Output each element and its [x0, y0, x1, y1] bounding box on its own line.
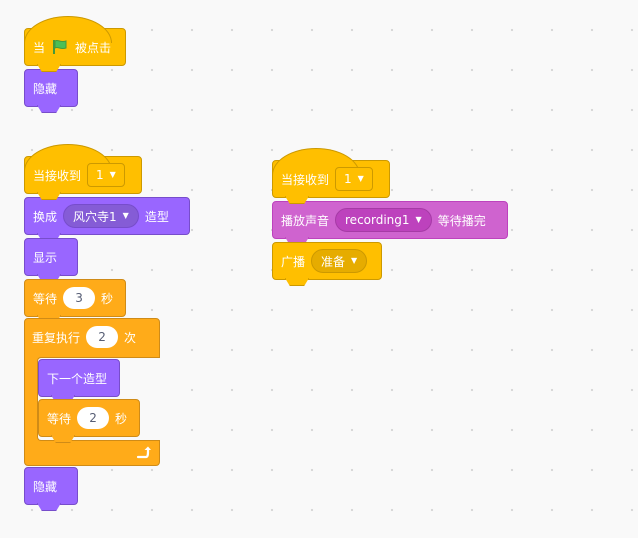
message-value: 1	[96, 168, 104, 182]
repeat-header[interactable]: 重复执行 2 次	[24, 318, 160, 356]
green-flag-icon	[51, 38, 69, 56]
show-label: 显示	[33, 250, 58, 265]
inner-wait-block[interactable]: 等待 2 秒	[38, 399, 140, 437]
next-costume-label: 下一个造型	[47, 371, 108, 386]
switch-costume-block[interactable]: 换成 风穴寺1 ▼ 造型	[24, 197, 190, 235]
hide-block[interactable]: 隐藏	[24, 69, 78, 107]
times-label: 次	[124, 330, 137, 345]
costume-dropdown[interactable]: 风穴寺1 ▼	[63, 204, 139, 228]
receive-label: 当接收到	[33, 168, 82, 183]
play-sound-until-done-block[interactable]: 播放声音 recording1 ▼ 等待播完	[272, 201, 508, 239]
final-hide-block[interactable]: 隐藏	[24, 467, 78, 505]
receive-label-2: 当接收到	[281, 172, 330, 187]
wait-label: 等待	[33, 291, 58, 306]
costume-suffix-label: 造型	[144, 209, 169, 224]
broadcast-dropdown[interactable]: 准备 ▼	[311, 249, 368, 273]
costume-value: 风穴寺1	[73, 209, 117, 224]
broadcast-block[interactable]: 广播 准备 ▼	[272, 242, 382, 280]
caret-down-icon: ▼	[122, 211, 129, 220]
when-receive-block-2[interactable]: 当接收到 1 ▼	[272, 148, 390, 198]
repeat-count-input[interactable]: 2	[86, 326, 119, 348]
play-sound-label: 播放声音	[281, 213, 330, 228]
when-label: 当	[33, 40, 46, 55]
when-flag-clicked-block[interactable]: 当 被点击	[24, 16, 126, 66]
wait-block[interactable]: 等待 3 秒	[24, 279, 126, 317]
caret-down-icon: ▼	[109, 170, 116, 179]
message-value-2: 1	[344, 172, 352, 186]
wait-seconds-input[interactable]: 3	[63, 287, 96, 309]
clicked-label: 被点击	[75, 40, 112, 55]
message-dropdown-2[interactable]: 1 ▼	[335, 167, 373, 191]
broadcast-value: 准备	[321, 254, 346, 269]
inner-seconds-label: 秒	[115, 411, 128, 426]
repeat-label: 重复执行	[32, 330, 81, 345]
final-hide-label: 隐藏	[33, 479, 58, 494]
inner-wait-label: 等待	[47, 411, 72, 426]
caret-down-icon: ▼	[357, 174, 364, 183]
show-block[interactable]: 显示	[24, 238, 78, 276]
seconds-label: 秒	[101, 291, 114, 306]
caret-down-icon: ▼	[351, 256, 358, 265]
until-done-label: 等待播完	[437, 213, 486, 228]
sound-value: recording1	[345, 213, 410, 227]
when-receive-block[interactable]: 当接收到 1 ▼	[24, 144, 142, 194]
message-dropdown[interactable]: 1 ▼	[87, 163, 125, 187]
hide-label: 隐藏	[33, 81, 58, 96]
switch-label: 换成	[33, 209, 58, 224]
sound-dropdown[interactable]: recording1 ▼	[335, 208, 432, 232]
broadcast-label: 广播	[281, 254, 306, 269]
loop-arrow-icon	[136, 446, 151, 459]
next-costume-block[interactable]: 下一个造型	[38, 359, 120, 397]
inner-wait-seconds-input[interactable]: 2	[77, 407, 110, 429]
caret-down-icon: ▼	[415, 215, 422, 224]
